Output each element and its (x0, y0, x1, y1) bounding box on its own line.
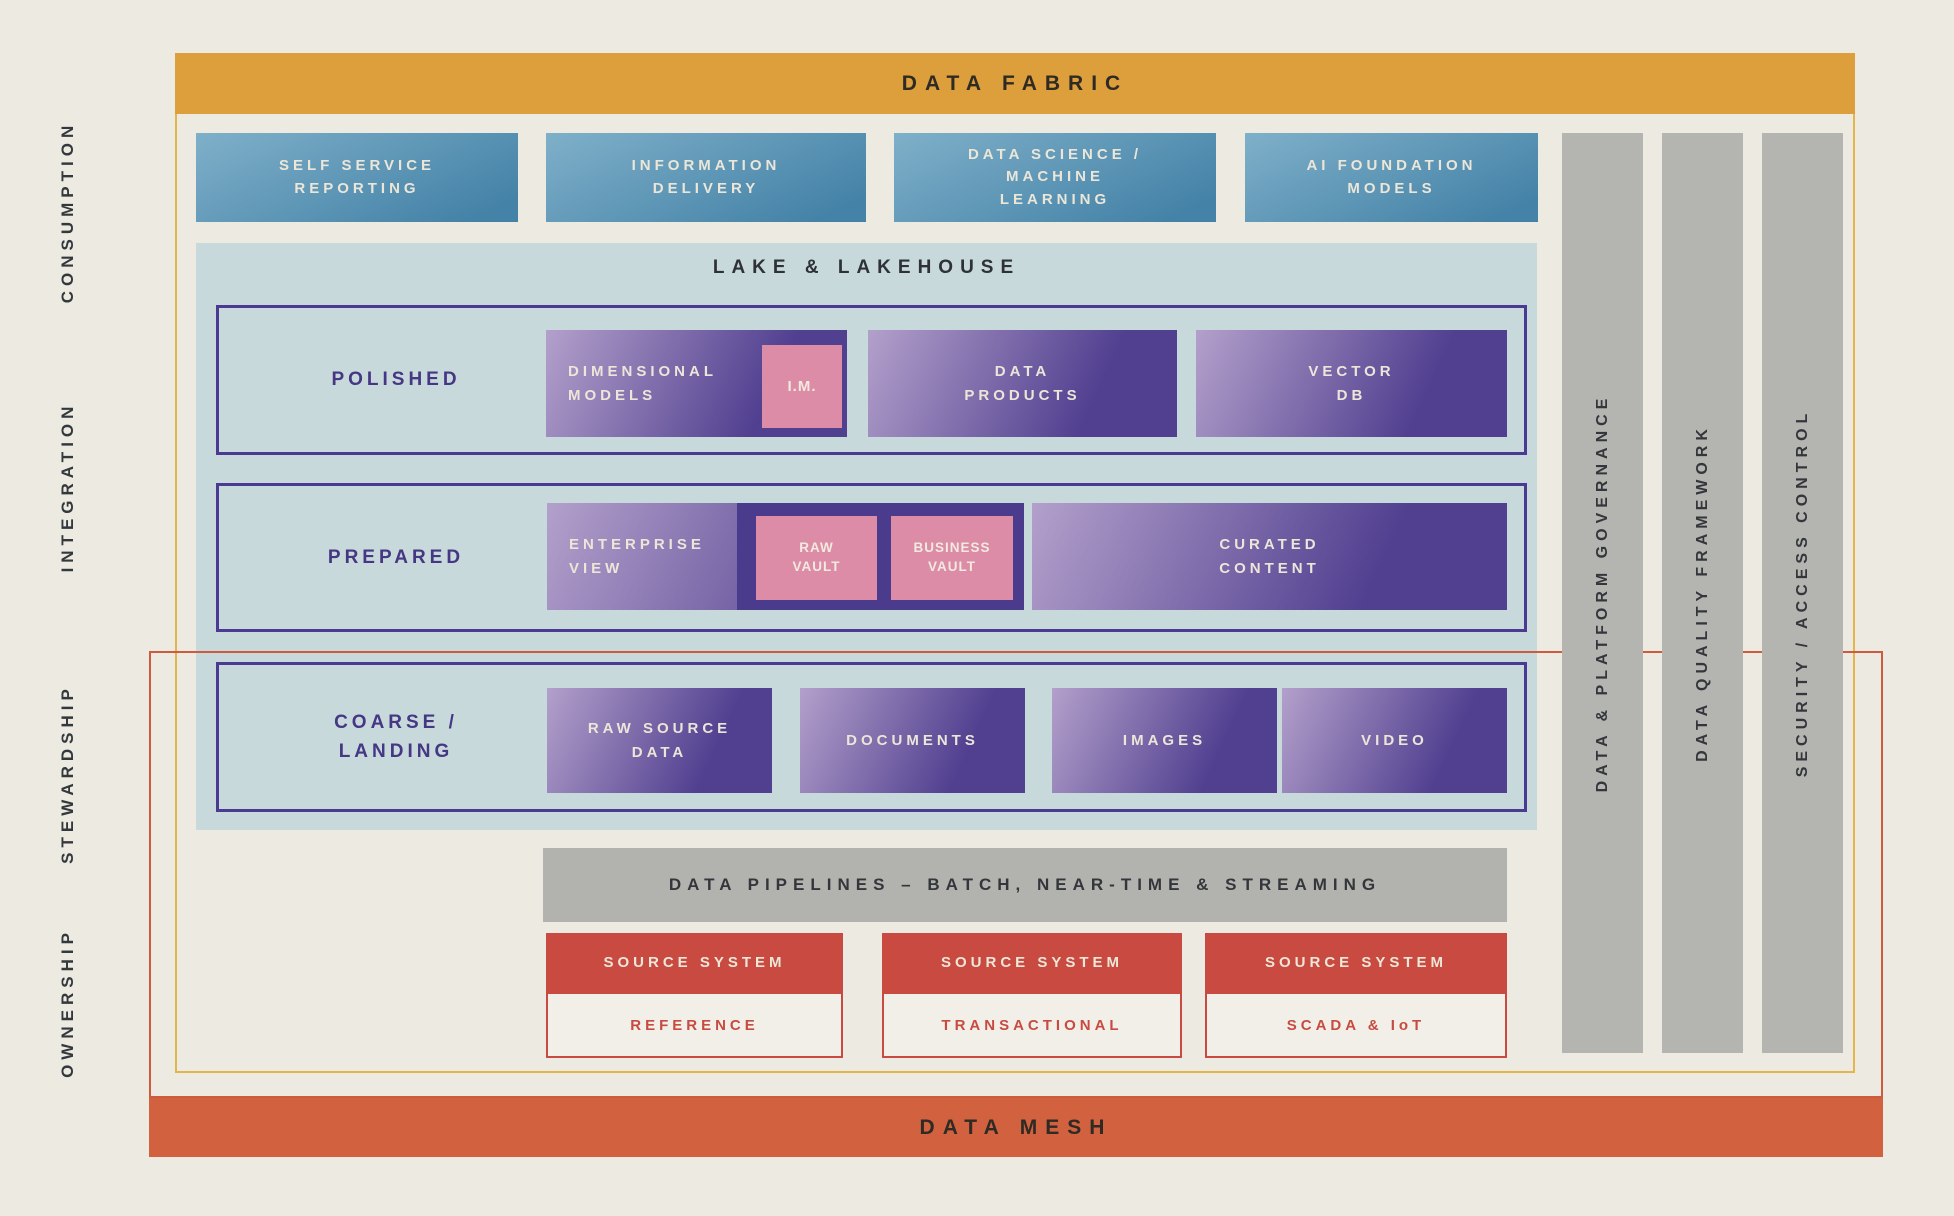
axis-label-ownership: OWNERSHIP (58, 928, 77, 1078)
box-ai-foundation-models: AI FOUNDATION MODELS (1245, 133, 1538, 222)
bar-data-platform-governance: DATA & PLATFORM GOVERNANCE (1562, 133, 1643, 1053)
source-system-1-header: SOURCE SYSTEM (546, 933, 843, 992)
source-system-2-type: TRANSACTIONAL (882, 992, 1182, 1058)
box-video: VIDEO (1282, 688, 1507, 793)
box-raw-vault: RAW VAULT (756, 516, 877, 600)
box-data-science-ml: DATA SCIENCE / MACHINE LEARNING (894, 133, 1216, 222)
row-coarse-landing (216, 662, 1527, 812)
data-mesh-banner: DATA MESH (149, 1098, 1883, 1157)
data-fabric-label: DATA FABRIC (901, 71, 1129, 95)
row-prepared (216, 483, 1527, 632)
box-im: I.M. (762, 345, 842, 428)
data-fabric-banner: DATA FABRIC (175, 53, 1855, 114)
data-mesh-scope-outline (149, 651, 1883, 1098)
box-business-vault: BUSINESS VAULT (891, 516, 1013, 600)
axis-label-consumption: CONSUMPTION (58, 120, 77, 304)
bar-data-quality-framework-label: DATA QUALITY FRAMEWORK (1693, 424, 1711, 762)
row-coarse-landing-label: COARSE / LANDING (334, 711, 458, 762)
data-mesh-label: DATA MESH (919, 1115, 1113, 1139)
source-system-3-header: SOURCE SYSTEM (1205, 933, 1507, 992)
bar-security-access-control-label: SECURITY / ACCESS CONTROL (1793, 408, 1811, 778)
axis-label-integration: INTEGRATION (58, 401, 77, 573)
box-vector-db: VECTOR DB (1196, 330, 1507, 437)
box-self-service-reporting: SELF SERVICE REPORTING (196, 133, 518, 222)
box-information-delivery: INFORMATION DELIVERY (546, 133, 866, 222)
box-curated-content: CURATED CONTENT (1032, 503, 1507, 610)
bar-data-quality-framework: DATA QUALITY FRAMEWORK (1662, 133, 1743, 1053)
source-system-2-header: SOURCE SYSTEM (882, 933, 1182, 992)
source-system-3-type: SCADA & IoT (1205, 992, 1507, 1058)
source-system-1-type: REFERENCE (546, 992, 843, 1058)
bar-security-access-control: SECURITY / ACCESS CONTROL (1762, 133, 1843, 1053)
row-prepared-label: PREPARED (327, 546, 465, 568)
row-polished (216, 305, 1527, 455)
box-documents: DOCUMENTS (800, 688, 1025, 793)
lakehouse-title: LAKE & LAKEHOUSE (712, 257, 1021, 278)
box-enterprise-view-label: ENTERPRISE VIEW (569, 536, 705, 577)
axis-label-stewardship: STEWARDSHIP (58, 684, 77, 864)
data-pipelines-bar: DATA PIPELINES – BATCH, NEAR-TIME & STRE… (543, 848, 1507, 922)
box-data-products: DATA PRODUCTS (868, 330, 1177, 437)
box-images: IMAGES (1052, 688, 1277, 793)
row-polished-label: POLISHED (331, 369, 461, 391)
bar-data-platform-governance-label: DATA & PLATFORM GOVERNANCE (1593, 393, 1611, 793)
box-raw-source-data: RAW SOURCE DATA (547, 688, 772, 793)
